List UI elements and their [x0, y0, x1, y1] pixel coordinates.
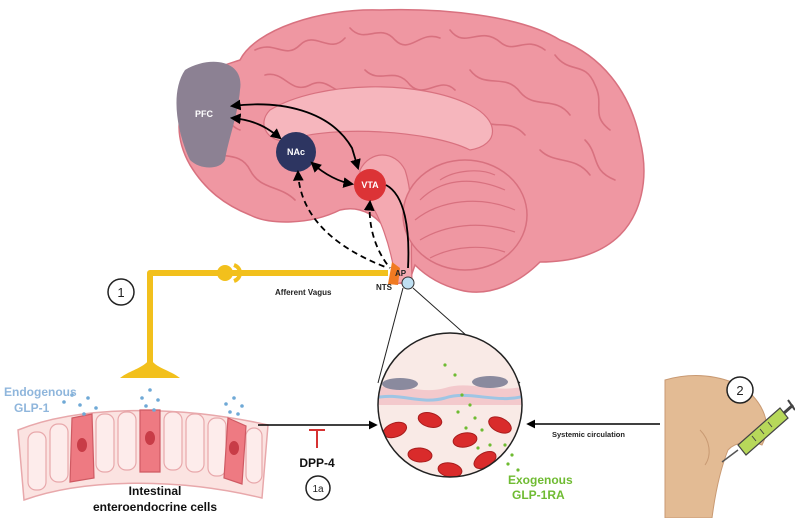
exogenous-label-1: Exogenous [508, 473, 573, 487]
vagus-label: Afferent Vagus [275, 288, 332, 297]
nts-label: NTS [376, 283, 393, 292]
endogenous-label-2: GLP-1 [14, 401, 50, 415]
marker-2-label: 2 [736, 383, 743, 398]
cerebellum [402, 159, 528, 271]
brain: PFC NAc VTA AP NTS [176, 8, 645, 293]
cells-label-1: Intestinal [129, 484, 182, 498]
intestinal-cells [17, 409, 269, 502]
dpp4-label: DPP-4 [299, 456, 335, 470]
systemic-label: Systemic circulation [552, 430, 625, 439]
exogenous-trail [503, 443, 520, 472]
exogenous-label-2: GLP-1RA [512, 488, 565, 502]
cells-label-2: enteroendocrine cells [93, 500, 217, 514]
marker-1-label: 1 [117, 285, 124, 300]
endogenous-particles [62, 388, 244, 416]
marker-1 [107, 278, 135, 306]
afferent-vagus: Afferent Vagus [120, 263, 388, 378]
marker-2 [726, 376, 754, 404]
brain-cortex [178, 8, 645, 293]
ap-label: AP [395, 269, 407, 278]
dpp4-inhibition [309, 429, 325, 448]
marker-1a-label: 1a [312, 484, 324, 495]
exogenous-particles [443, 363, 492, 450]
marker-1a [305, 475, 331, 501]
pfc-label: PFC [195, 109, 214, 119]
brain-pathways [229, 99, 410, 269]
ap-node [401, 276, 415, 290]
blood-vessel-zoom [377, 332, 523, 478]
arm-injection [664, 375, 795, 518]
endogenous-label-1: Endogenous [4, 385, 77, 399]
nac-label: NAc [287, 147, 305, 157]
pfc-region [176, 61, 241, 168]
vta-node [354, 169, 386, 201]
vta-label: VTA [361, 180, 379, 190]
nts-node [388, 262, 400, 285]
syringe-icon [721, 399, 795, 463]
